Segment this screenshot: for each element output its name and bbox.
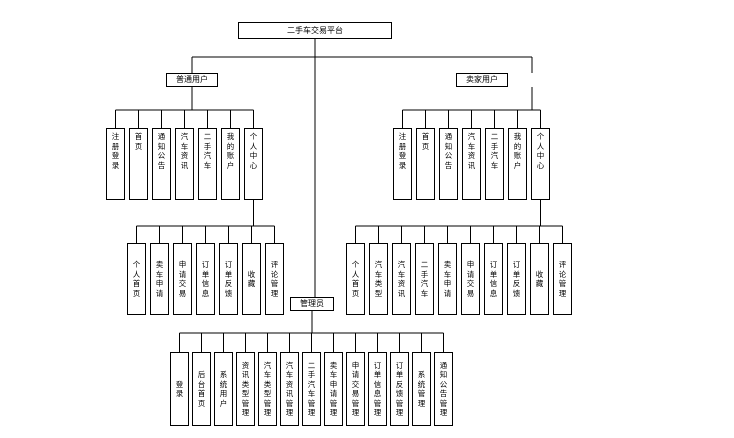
root-node: 二手车交易平台: [238, 22, 392, 39]
admin-item-4: 汽车类型管理: [258, 352, 277, 426]
user-item-label: 通知公告: [157, 132, 166, 170]
user-center-item-0: 个人首页: [127, 243, 146, 315]
seller-item-label: 我的账户: [513, 132, 522, 170]
user-item-label: 注册登录: [111, 132, 120, 170]
admin-item-label: 卖车申请管理: [329, 360, 338, 418]
admin-item-0: 登录: [170, 352, 189, 426]
admin-item-label: 汽车资讯管理: [285, 360, 294, 418]
admin-item-7: 卖车申请管理: [324, 352, 343, 426]
user-center-item-label: 申请交易: [178, 260, 187, 298]
seller-center-item-7: 订单反馈: [507, 243, 526, 315]
seller-center-item-label: 订单反馈: [512, 260, 521, 298]
user-center-item-6: 评论管理: [265, 243, 284, 315]
user-item-label: 二手汽车: [203, 132, 212, 170]
seller-center-item-2: 汽车资讯: [392, 243, 411, 315]
admin-item-label: 系统用户: [219, 370, 228, 408]
seller-center-item-label: 收藏: [535, 269, 544, 289]
admin-item-5: 汽车资讯管理: [280, 352, 299, 426]
seller-center-item-label: 申请交易: [466, 260, 475, 298]
admin-item-label: 登录: [175, 379, 184, 399]
user-item-6: 个人中心: [244, 128, 263, 200]
seller-center-item-label: 卖车申请: [443, 260, 452, 298]
user-center-item-label: 评论管理: [270, 260, 279, 298]
seller-center-item-1: 汽车类型: [369, 243, 388, 315]
admin-item-label: 二手汽车管理: [307, 360, 316, 418]
seller-center-item-5: 申请交易: [461, 243, 480, 315]
user-center-item-4: 订单反馈: [219, 243, 238, 315]
admin-item-3: 资讯类型管理: [236, 352, 255, 426]
seller-node: 卖家用户: [456, 73, 508, 87]
user-item-1: 首页: [129, 128, 148, 200]
seller-item-label: 通知公告: [444, 132, 453, 170]
user-center-item-3: 订单信息: [196, 243, 215, 315]
admin-item-label: 系统管理: [417, 370, 426, 408]
user-center-item-1: 卖车申请: [150, 243, 169, 315]
seller-item-label: 二手汽车: [490, 132, 499, 170]
admin-item-6: 二手汽车管理: [302, 352, 321, 426]
user-center-item-label: 卖车申请: [155, 260, 164, 298]
seller-item-label: 个人中心: [536, 132, 545, 170]
seller-center-item-label: 汽车资讯: [397, 260, 406, 298]
user-center-item-label: 订单信息: [201, 260, 210, 298]
admin-item-label: 订单反馈管理: [395, 360, 404, 418]
user-item-label: 首页: [134, 132, 143, 151]
seller-center-item-6: 订单信息: [484, 243, 503, 315]
user-item-2: 通知公告: [152, 128, 171, 200]
seller-center-item-label: 二手汽车: [420, 260, 429, 298]
seller-center-item-label: 评论管理: [558, 260, 567, 298]
seller-item-3: 汽车资讯: [462, 128, 481, 200]
user-item-0: 注册登录: [106, 128, 125, 200]
admin-item-label: 订单信息管理: [373, 360, 382, 418]
admin-item-1: 后台首页: [192, 352, 211, 426]
user-item-label: 我的账户: [226, 132, 235, 170]
admin-item-9: 订单信息管理: [368, 352, 387, 426]
admin-item-label: 汽车类型管理: [263, 360, 272, 418]
seller-center-item-label: 汽车类型: [374, 260, 383, 298]
user-center-item-label: 个人首页: [132, 260, 141, 298]
seller-center-item-3: 二手汽车: [415, 243, 434, 315]
user-item-label: 汽车资讯: [180, 132, 189, 170]
seller-item-label: 汽车资讯: [467, 132, 476, 170]
seller-item-label: 注册登录: [398, 132, 407, 170]
seller-item-0: 注册登录: [393, 128, 412, 200]
user-item-3: 汽车资讯: [175, 128, 194, 200]
user-node: 普通用户: [166, 73, 218, 87]
admin-item-10: 订单反馈管理: [390, 352, 409, 426]
admin-node: 管理员: [290, 297, 334, 311]
seller-center-item-0: 个人首页: [346, 243, 365, 315]
user-item-4: 二手汽车: [198, 128, 217, 200]
user-center-item-5: 收藏: [242, 243, 261, 315]
admin-item-label: 通知公告管理: [439, 360, 448, 418]
seller-center-item-8: 收藏: [530, 243, 549, 315]
admin-item-11: 系统管理: [412, 352, 431, 426]
user-center-item-2: 申请交易: [173, 243, 192, 315]
seller-center-item-label: 订单信息: [489, 260, 498, 298]
admin-item-8: 申请交易管理: [346, 352, 365, 426]
admin-item-label: 后台首页: [197, 370, 206, 408]
user-center-item-label: 收藏: [247, 269, 256, 289]
seller-item-5: 我的账户: [508, 128, 527, 200]
seller-item-1: 首页: [416, 128, 435, 200]
seller-center-item-9: 评论管理: [553, 243, 572, 315]
admin-item-12: 通知公告管理: [434, 352, 453, 426]
seller-item-6: 个人中心: [531, 128, 550, 200]
seller-item-label: 首页: [421, 132, 430, 151]
admin-item-2: 系统用户: [214, 352, 233, 426]
user-center-item-label: 订单反馈: [224, 260, 233, 298]
admin-item-label: 资讯类型管理: [241, 360, 250, 418]
seller-center-item-4: 卖车申请: [438, 243, 457, 315]
admin-item-label: 申请交易管理: [351, 360, 360, 418]
seller-item-4: 二手汽车: [485, 128, 504, 200]
seller-item-2: 通知公告: [439, 128, 458, 200]
user-item-5: 我的账户: [221, 128, 240, 200]
seller-center-item-label: 个人首页: [351, 260, 360, 298]
user-item-label: 个人中心: [249, 132, 258, 170]
